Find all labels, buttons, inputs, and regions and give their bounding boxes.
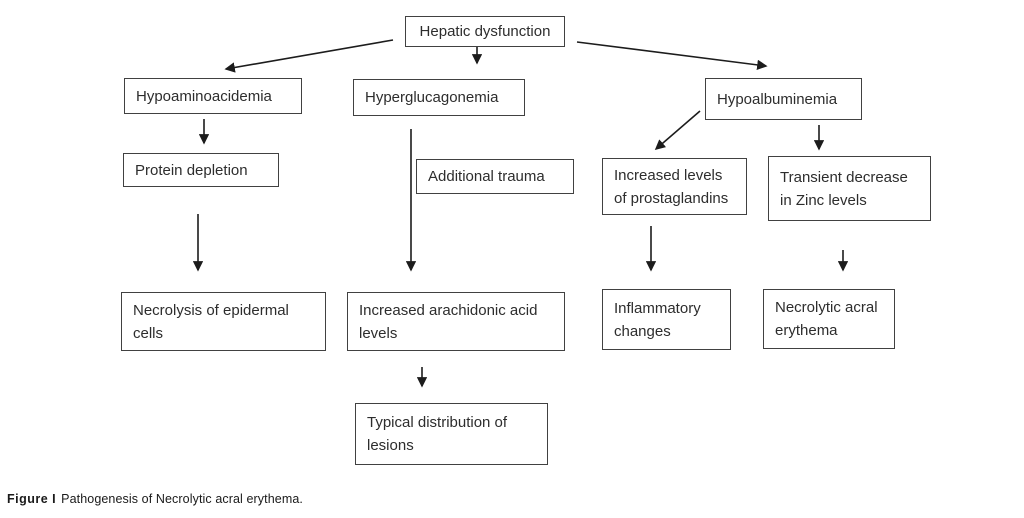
node-label: Necrolytic acral [775,299,878,316]
node-label: changes [614,322,671,340]
node-label: Increased arachidonic acid [359,301,538,319]
node-label: in Zinc levels [780,191,867,209]
node-increased-prostaglandins: Increased levels of prostaglandins [602,158,747,215]
node-hyperglucagonemia: Hyperglucagonemia [353,79,525,116]
node-label: Typical distribution of [367,414,508,431]
node-label: lesions [367,437,414,454]
node-label: levels [359,324,398,342]
node-label: Increased levels [614,166,723,184]
node-necrolytic-acral-erythema: Necrolytic acral erythema [763,289,895,349]
node-label: erythema [775,322,838,339]
node-label: Hyperglucagonemia [365,89,499,106]
node-label: Hypoalbuminemia [717,90,838,108]
figure-caption-text: Pathogenesis of Necrolytic acral erythem… [61,492,303,506]
node-label: Hepatic dysfunction [419,23,551,40]
node-label: Protein depletion [135,161,248,179]
figure-caption: Figure I Pathogenesis of Necrolytic acral… [7,492,303,506]
node-additional-trauma: Additional trauma [416,159,574,194]
node-necrolysis-epidermal: Necrolysis of epidermal cells [121,292,326,351]
figure-caption-label: Figure I [7,492,57,506]
node-label: Transient decrease [780,168,908,186]
node-label: cells [133,324,164,342]
node-increased-arachidonic-acid: Increased arachidonic acid levels [347,292,565,351]
node-hypoaminoacidemia: Hypoaminoacidemia [124,78,302,114]
node-label: of prostaglandins [614,189,729,207]
node-protein-depletion: Protein depletion [123,153,279,187]
arrow-hepatic-to-hypoaminoacidemia [224,39,394,73]
arrow-hypoalbuminemia-to-prostaglandins [654,110,701,151]
arrow-hepatic-to-hypoalbuminemia [576,41,768,71]
node-transient-zinc-decrease: Transient decrease in Zinc levels [768,156,931,221]
node-typical-distribution-lesions: Typical distribution of lesions [355,403,548,465]
node-label: Necrolysis of epidermal [133,301,289,319]
node-hypoalbuminemia: Hypoalbuminemia [705,78,862,120]
node-label: Additional trauma [428,168,545,185]
node-inflammatory-changes: Inflammatory changes [602,289,731,350]
node-label: Inflammatory [614,299,701,317]
node-hepatic-dysfunction: Hepatic dysfunction [405,16,565,47]
node-label: Hypoaminoacidemia [136,87,272,105]
